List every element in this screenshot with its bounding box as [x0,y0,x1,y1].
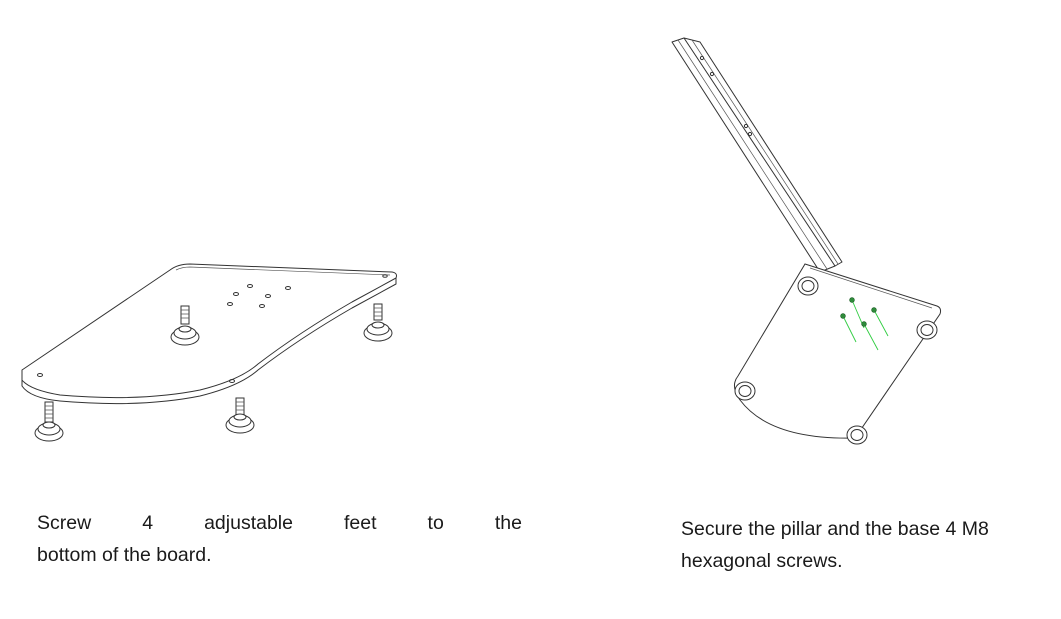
board-holes [37,274,388,383]
caption-word: feet [344,512,377,534]
board-edge [21,277,397,405]
caption-word: adjustable [204,512,293,534]
caption-line-1: Screw 4 adjustable feet to the [37,507,522,539]
step-caption-feet: Screw 4 adjustable feet to the bottom of… [37,507,522,571]
step-caption-pillar: Secure the pillar and the base 4 M8 hexa… [681,513,1061,577]
board-inner-edge [175,266,391,276]
adjustable-foot-front-center [225,397,255,434]
pillar [671,37,843,273]
caption-word: Screw [37,512,92,534]
caption-line-2: hexagonal screws. [681,550,843,572]
base-plate [734,263,942,439]
board-outline [21,263,397,399]
adjustable-foot-center [170,305,200,346]
m8-hex-screws [840,297,889,351]
caption-line-2: bottom of the board. [37,544,212,566]
pillar-base-drawing [671,37,942,445]
base-foot-caps [734,276,938,445]
caption-line-1: Secure the pillar and the base 4 M8 [681,518,989,540]
adjustable-foot-right [363,303,393,342]
pillar-base-illustration [650,20,950,460]
caption-word: the [494,512,522,534]
adjustable-foot-front-left [34,401,64,442]
base-board-drawing [21,263,397,442]
caption-word: 4 [142,512,154,534]
caption-word: to [427,512,444,534]
base-board-illustration [0,240,420,450]
